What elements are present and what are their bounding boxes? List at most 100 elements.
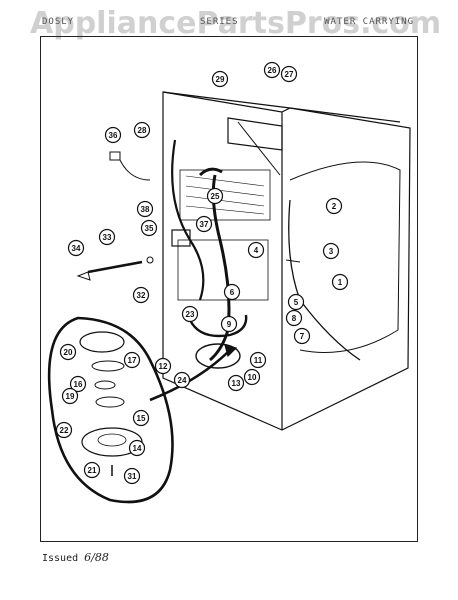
callout-label: 27 <box>285 70 294 79</box>
callout-circle <box>123 467 141 485</box>
callout-14: 14 <box>128 439 146 457</box>
callout-circle <box>61 387 79 405</box>
callout-circle <box>247 241 265 259</box>
callout-22: 22 <box>55 421 73 439</box>
callout-16: 16 <box>69 375 87 393</box>
callout-6: 6 <box>223 283 241 301</box>
callout-label: 13 <box>232 379 241 388</box>
callout-label: 1 <box>338 278 343 287</box>
callout-label: 23 <box>186 310 195 319</box>
callout-circle <box>173 371 191 389</box>
drain-hose-upper <box>198 167 223 177</box>
callout-10: 10 <box>243 368 261 386</box>
callout-circle <box>140 219 158 237</box>
callout-circle <box>128 439 146 457</box>
wire-clip <box>109 151 121 161</box>
callout-19: 19 <box>61 387 79 405</box>
callout-circle <box>322 242 340 260</box>
callout-8: 8 <box>285 309 303 327</box>
callout-34: 34 <box>67 239 85 257</box>
callout-circle <box>67 239 85 257</box>
callout-circle <box>132 409 150 427</box>
callout-11: 11 <box>249 351 267 369</box>
callout-33: 33 <box>98 228 116 246</box>
callout-circle <box>123 351 141 369</box>
callout-label: 38 <box>141 205 150 214</box>
callout-label: 8 <box>292 314 297 323</box>
callout-circle <box>154 357 172 375</box>
callout-3: 3 <box>322 242 340 260</box>
callout-circle <box>243 368 261 386</box>
callout-13: 13 <box>227 374 245 392</box>
issued-date: 6/88 <box>84 551 109 564</box>
callout-circle <box>69 375 87 393</box>
callout-9: 9 <box>220 315 238 333</box>
issued-label: Issued <box>42 553 79 564</box>
callout-29: 29 <box>211 70 229 88</box>
callout-group: 1234567891011121314151617192021222324252… <box>55 61 349 485</box>
callout-circle <box>285 309 303 327</box>
callout-4: 4 <box>247 241 265 259</box>
callout-circle <box>280 65 298 83</box>
callout-circle <box>211 70 229 88</box>
callout-circle <box>195 215 213 233</box>
callout-circle <box>206 187 224 205</box>
console-wiring <box>237 121 281 176</box>
gasket <box>95 396 125 408</box>
callout-label: 28 <box>138 126 147 135</box>
callout-label: 26 <box>268 66 277 75</box>
callout-label: 22 <box>60 426 69 435</box>
valve-wire <box>119 159 151 181</box>
callout-35: 35 <box>140 219 158 237</box>
callout-label: 31 <box>128 472 137 481</box>
callout-circle <box>98 228 116 246</box>
callout-circle <box>220 315 238 333</box>
callout-label: 34 <box>72 244 81 253</box>
callout-circle <box>293 327 311 345</box>
callout-7: 7 <box>293 327 311 345</box>
callout-circle <box>331 273 349 291</box>
callout-label: 32 <box>137 291 146 300</box>
callout-circle <box>55 421 73 439</box>
pump-cover <box>79 331 125 353</box>
callout-label: 11 <box>254 356 263 365</box>
footer: Issued 6/88 <box>42 551 109 564</box>
callout-36: 36 <box>104 126 122 144</box>
callout-32: 32 <box>132 286 150 304</box>
callout-5: 5 <box>287 293 305 311</box>
back-grille <box>179 169 271 221</box>
callout-38: 38 <box>136 200 154 218</box>
callout-label: 20 <box>64 348 73 357</box>
callout-label: 21 <box>88 466 97 475</box>
callout-circle <box>132 286 150 304</box>
callout-circle <box>263 61 281 79</box>
callout-label: 37 <box>200 220 209 229</box>
washer <box>146 256 154 264</box>
bolt <box>87 260 143 274</box>
callout-circle <box>223 283 241 301</box>
callout-label: 7 <box>300 332 305 341</box>
callout-1: 1 <box>331 273 349 291</box>
header-mid: SERIES <box>200 17 239 27</box>
callout-37: 37 <box>195 215 213 233</box>
detail-bubble <box>47 316 174 504</box>
callout-label: 29 <box>216 75 225 84</box>
header-left: DOSLY <box>42 17 75 27</box>
callout-label: 5 <box>294 298 299 307</box>
tub-outline <box>289 161 401 353</box>
diagram-frame <box>40 36 418 542</box>
callout-circle <box>133 121 151 139</box>
callout-28: 28 <box>133 121 151 139</box>
callout-31: 31 <box>123 467 141 485</box>
callout-label: 35 <box>145 224 154 233</box>
side-wire <box>285 259 301 263</box>
callout-circle <box>181 305 199 323</box>
callout-26: 26 <box>263 61 281 79</box>
callout-circle <box>227 374 245 392</box>
cabinet-top <box>281 107 401 123</box>
callout-circle <box>59 343 77 361</box>
callout-12: 12 <box>154 357 172 375</box>
callout-label: 24 <box>178 376 187 385</box>
callout-17: 17 <box>123 351 141 369</box>
callout-label: 6 <box>230 288 235 297</box>
